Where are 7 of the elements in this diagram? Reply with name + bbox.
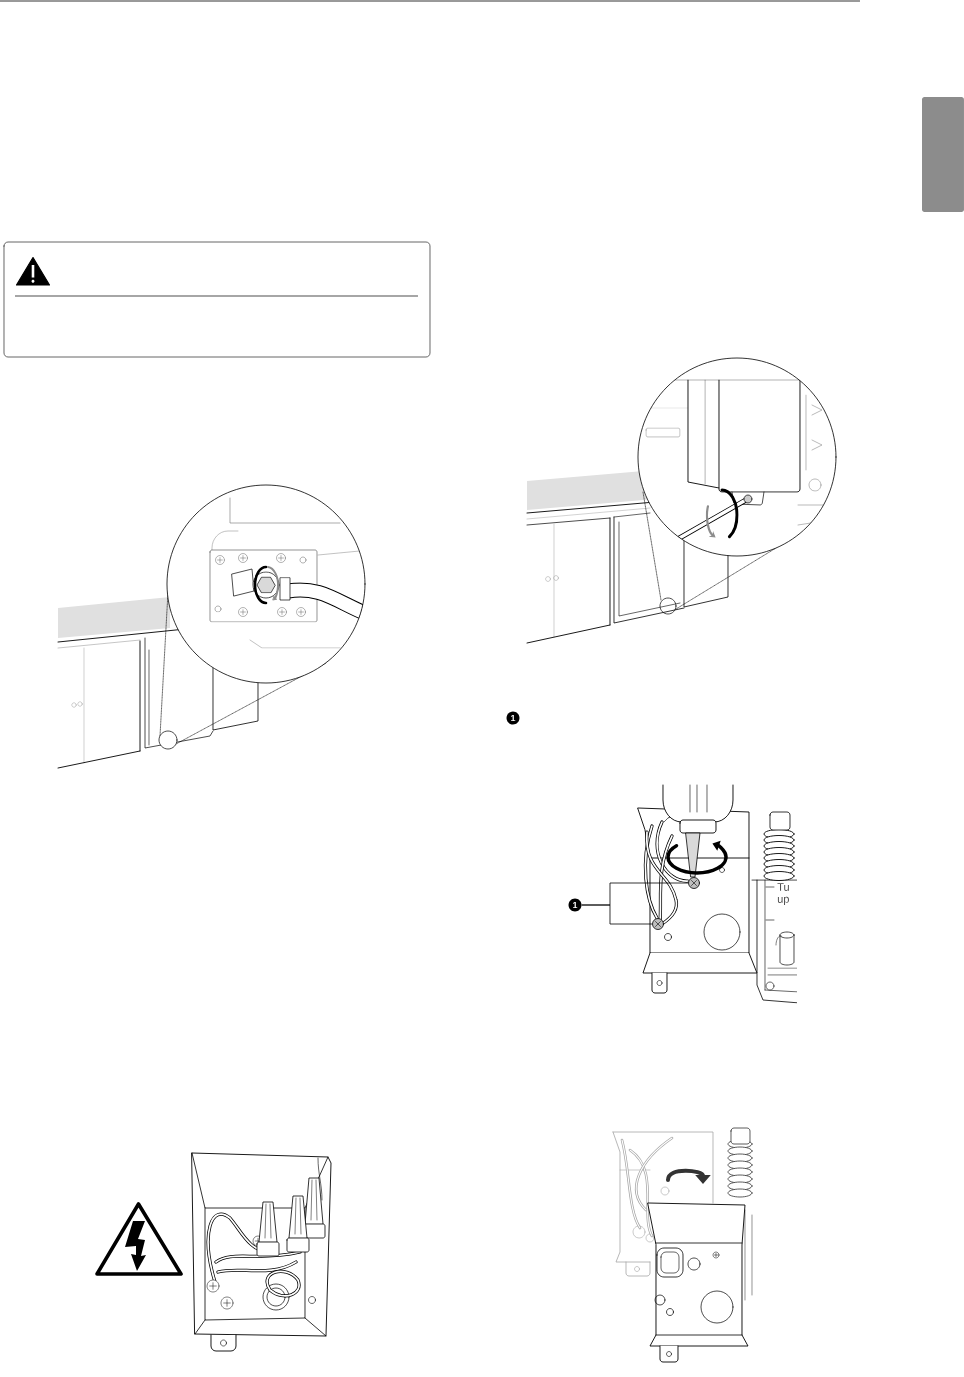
screw (688, 877, 700, 889)
callout-number: 1 (568, 898, 582, 912)
callout-number: 1 (506, 711, 520, 725)
panel-lettering: Tu up (777, 883, 789, 906)
section-tab (922, 97, 964, 212)
leader-line (581, 904, 653, 925)
screw (652, 918, 664, 930)
